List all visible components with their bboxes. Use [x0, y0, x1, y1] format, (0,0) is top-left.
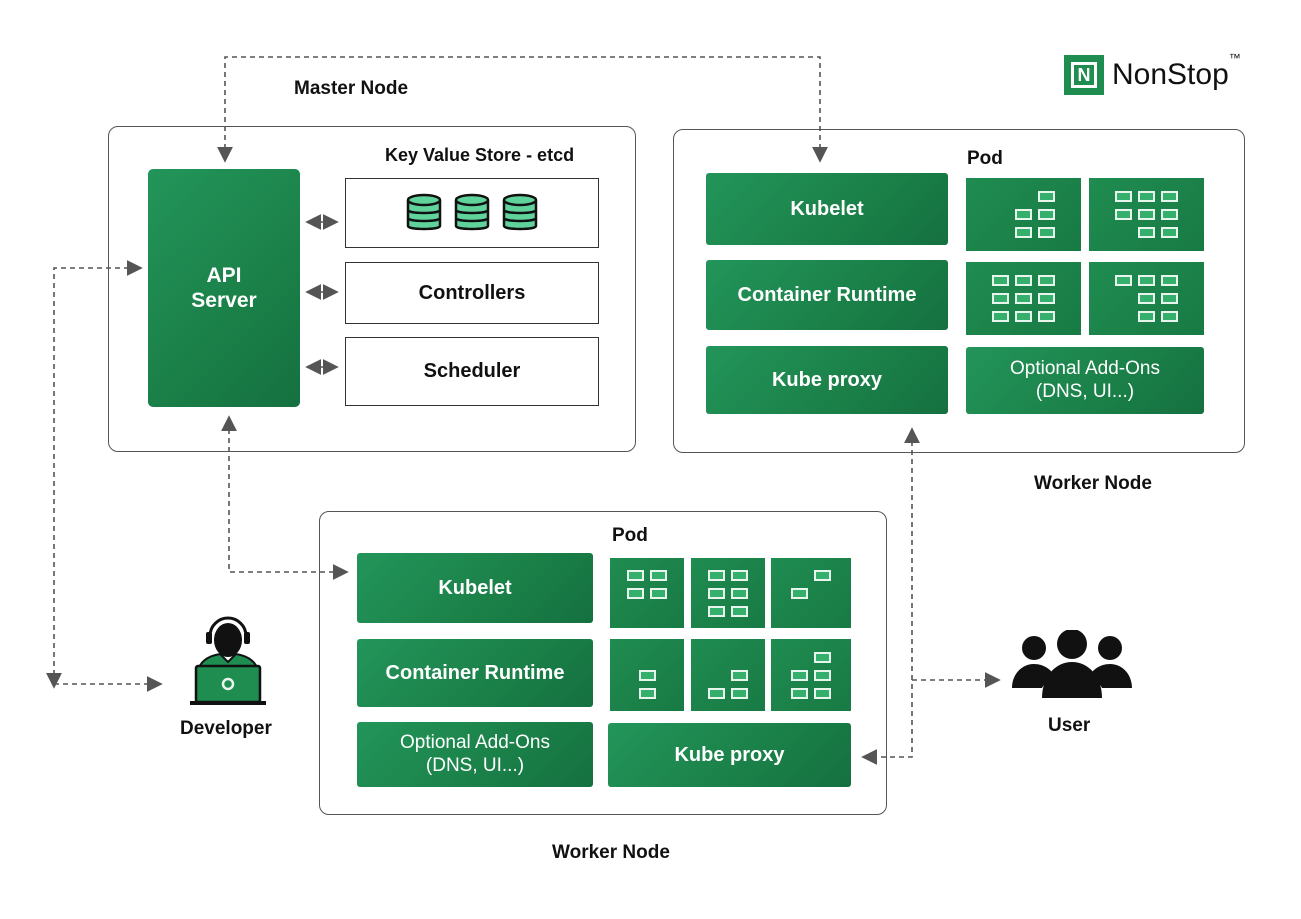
brand-name: NonStop — [1112, 58, 1229, 91]
container-icon — [1161, 227, 1178, 238]
container-icon — [791, 687, 808, 699]
container-icon — [1038, 311, 1055, 322]
container-icon — [1015, 227, 1032, 238]
container-icon — [1138, 293, 1155, 304]
brand-logo-icon: N — [1064, 55, 1104, 95]
container-icon — [650, 569, 667, 581]
api-server-box[interactable]: API Server — [148, 169, 300, 407]
container-icon — [814, 569, 831, 581]
container-icon — [731, 569, 748, 581]
container-icon — [1161, 275, 1178, 286]
developer-label: Developer — [180, 718, 272, 739]
master-node-title: Master Node — [294, 78, 409, 99]
worker-node-2-pod-cell — [610, 558, 684, 628]
worker-node-1-title: Worker Node — [1034, 473, 1152, 494]
scheduler-box[interactable]: Scheduler — [345, 337, 599, 406]
worker-node-2-addons[interactable]: Optional Add-Ons (DNS, UI...) — [357, 722, 593, 787]
container-icon — [1161, 209, 1178, 220]
container-icon — [1115, 191, 1132, 202]
etcd-box[interactable] — [345, 178, 599, 248]
worker-node-2-pod-cell — [771, 639, 851, 711]
container-icon — [731, 587, 748, 599]
container-icon — [731, 669, 748, 681]
worker-node-2-pod-cell — [691, 639, 765, 711]
container-icon — [814, 669, 831, 681]
container-icon — [1038, 191, 1055, 202]
container-icon — [1038, 275, 1055, 286]
worker-node-1-container-runtime[interactable]: Container Runtime — [706, 260, 948, 330]
container-icon — [992, 311, 1009, 322]
worker-node-2-kube-proxy[interactable]: Kube proxy — [608, 723, 851, 787]
container-icon — [708, 605, 725, 617]
worker-node-2-pod-cell — [610, 639, 684, 711]
container-icon — [1015, 275, 1032, 286]
worker-node-1-pod-cell — [1089, 178, 1204, 251]
container-icon — [627, 587, 644, 599]
container-icon — [1038, 293, 1055, 304]
container-icon — [650, 587, 667, 599]
container-icon — [992, 275, 1009, 286]
users-icon — [1012, 630, 1132, 698]
container-icon — [1015, 209, 1032, 220]
container-icon — [992, 293, 1009, 304]
worker-node-1-pod-label: Pod — [967, 148, 1003, 169]
container-icon — [1038, 227, 1055, 238]
container-icon — [791, 587, 808, 599]
worker-node-2-title: Worker Node — [552, 842, 670, 863]
worker-node-2-pod-cell — [691, 558, 765, 628]
container-icon — [638, 669, 656, 681]
container-icon — [1015, 311, 1032, 322]
container-icon — [1115, 275, 1132, 286]
brand-trademark: ™ — [1228, 51, 1241, 65]
worker-node-1-pod-cell — [966, 178, 1081, 251]
database-icon — [502, 193, 538, 231]
database-icon — [454, 193, 490, 231]
database-icons — [406, 192, 538, 234]
container-icon — [731, 605, 748, 617]
container-icon — [708, 587, 725, 599]
container-icon — [1161, 311, 1178, 322]
container-icon — [638, 687, 656, 699]
container-icon — [1138, 275, 1155, 286]
container-icon — [1038, 209, 1055, 220]
container-icon — [627, 569, 644, 581]
container-icon — [814, 651, 831, 663]
worker-node-1-kubelet[interactable]: Kubelet — [706, 173, 948, 245]
worker-node-1-pod-cell — [966, 262, 1081, 335]
controllers-box[interactable]: Controllers — [345, 262, 599, 324]
container-icon — [1115, 209, 1132, 220]
etcd-title: Key Value Store - etcd — [385, 145, 575, 165]
container-icon — [1138, 311, 1155, 322]
container-icon — [791, 669, 808, 681]
container-icon — [1015, 293, 1032, 304]
container-icon — [814, 687, 831, 699]
worker-node-1-addons[interactable]: Optional Add-Ons (DNS, UI...) — [966, 347, 1204, 414]
developer-icon — [190, 616, 266, 705]
container-icon — [1161, 191, 1178, 202]
worker-node-1-kube-proxy[interactable]: Kube proxy — [706, 346, 948, 414]
worker-node-1-pod-cell — [1089, 262, 1204, 335]
container-icon — [731, 687, 748, 699]
worker-node-2-container-runtime[interactable]: Container Runtime — [357, 639, 593, 707]
brand-logo: N NonStop ™ — [1064, 51, 1241, 95]
worker-node-2-pod-cell — [771, 558, 851, 628]
container-icon — [708, 687, 725, 699]
container-icon — [1138, 227, 1155, 238]
database-icon — [406, 193, 442, 231]
worker-node-2-kubelet[interactable]: Kubelet — [357, 553, 593, 623]
container-icon — [1138, 191, 1155, 202]
worker-node-2-pod-label: Pod — [612, 525, 648, 546]
container-icon — [708, 569, 725, 581]
user-label: User — [1048, 715, 1091, 736]
container-icon — [1138, 209, 1155, 220]
container-icon — [1161, 293, 1178, 304]
